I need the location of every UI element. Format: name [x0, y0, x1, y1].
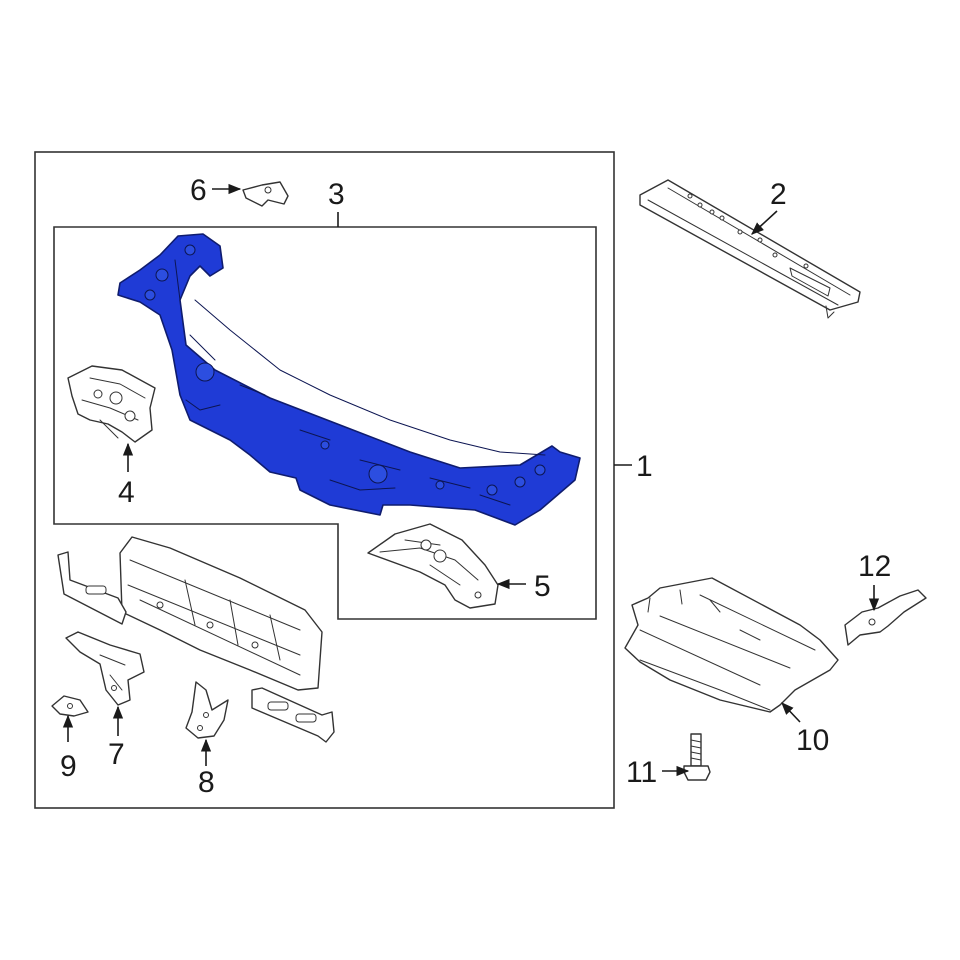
callout-6: 6 [190, 174, 207, 207]
callout-3: 3 [328, 178, 345, 211]
callout-11: 11 [626, 756, 657, 789]
callout-1: 1 [636, 450, 653, 483]
leader-lines [62, 183, 880, 777]
lower-tie-bar-part[interactable] [119, 536, 323, 691]
callout-7: 7 [108, 738, 125, 771]
callout-5: 5 [534, 570, 551, 603]
callout-4: 4 [118, 476, 135, 509]
side-bracket-part[interactable] [844, 589, 927, 646]
callout-12: 12 [858, 550, 891, 583]
upper-rail-part[interactable] [639, 179, 861, 319]
callout-9: 9 [60, 750, 77, 783]
callout-10: 10 [796, 724, 829, 757]
left-reinforcement-part[interactable] [57, 551, 127, 625]
bracket-9-part[interactable] [51, 695, 89, 717]
subassembly-frame [53, 226, 597, 620]
right-bracket-part[interactable] [367, 523, 499, 609]
small-clip-part[interactable] [242, 181, 289, 207]
bracket-7-part[interactable] [65, 631, 145, 706]
bolt-part[interactable] [683, 733, 711, 781]
left-bracket-part[interactable] [67, 365, 156, 443]
callout-2: 2 [770, 178, 787, 211]
right-reinforcement-part[interactable] [251, 687, 335, 743]
upper-tie-bar-part[interactable] [117, 233, 581, 526]
assembly-frame [34, 151, 615, 809]
splash-shield-part[interactable] [624, 577, 839, 713]
callout-8: 8 [198, 766, 215, 799]
bracket-8-part[interactable] [185, 681, 229, 739]
